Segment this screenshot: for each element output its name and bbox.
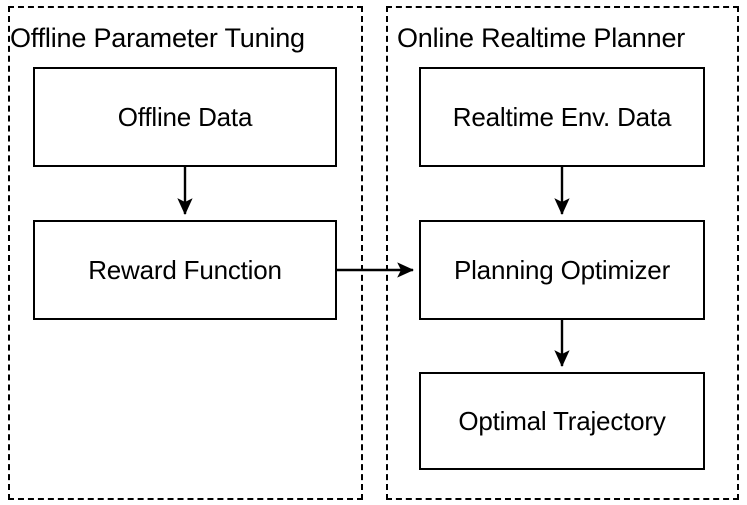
node-optimal-trajectory-label: Optimal Trajectory — [458, 406, 666, 436]
node-planning-optimizer: Planning Optimizer — [419, 220, 705, 320]
node-optimal-trajectory: Optimal Trajectory — [419, 372, 705, 470]
panel-offline-parameter-tuning — [8, 6, 363, 500]
node-offline-data: Offline Data — [33, 67, 337, 167]
node-realtime-env-data-label: Realtime Env. Data — [452, 102, 672, 132]
panel-offline-title: Offline Parameter Tuning — [10, 23, 305, 53]
panel-online-title: Online Realtime Planner — [397, 23, 686, 53]
node-offline-data-label: Offline Data — [117, 102, 253, 132]
node-planning-optimizer-label: Planning Optimizer — [453, 255, 671, 285]
node-reward-function-label: Reward Function — [88, 255, 282, 285]
panel-online-realtime-planner — [386, 6, 739, 500]
node-reward-function: Reward Function — [33, 220, 337, 320]
node-realtime-env-data: Realtime Env. Data — [419, 67, 705, 167]
